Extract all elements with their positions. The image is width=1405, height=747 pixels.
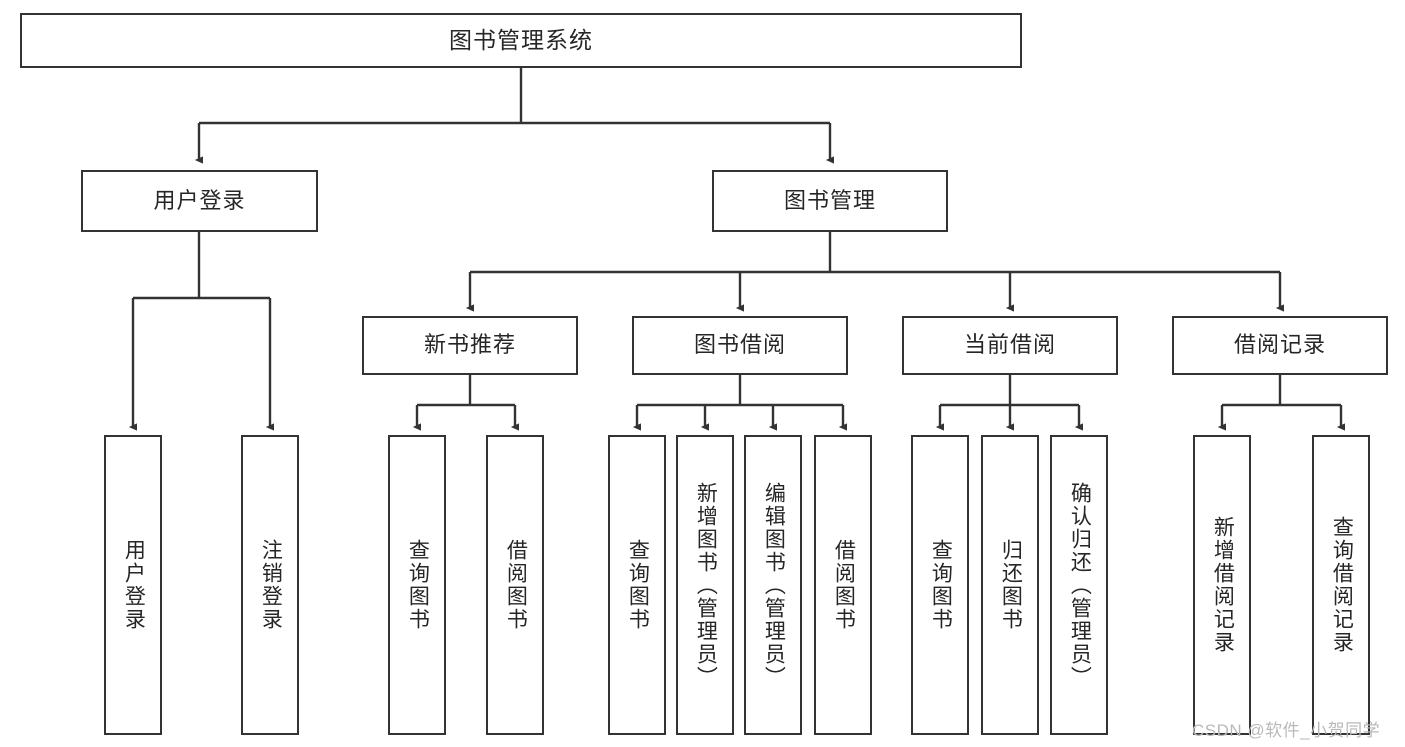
csdn-watermark: CSDN @软件_小贺同学 xyxy=(1192,721,1381,740)
node-new-book-recommend[interactable]: 新书推荐 xyxy=(362,316,578,375)
node-book-borrow[interactable]: 图书借阅 xyxy=(632,316,848,375)
leaf-current-borrow-return-book[interactable]: 归还图书 xyxy=(981,435,1039,735)
leaf-label: 查询借阅记录 xyxy=(1330,516,1354,654)
leaf-label: 新增图书（管理员） xyxy=(694,481,718,689)
node-label: 图书管理系统 xyxy=(449,26,593,53)
leaf-label: 归还图书 xyxy=(999,539,1023,631)
leaf-label: 用户登录 xyxy=(122,539,146,631)
leaf-label: 借阅图书 xyxy=(504,539,528,631)
node-root-book-management-system[interactable]: 图书管理系统 xyxy=(20,13,1022,68)
node-current-borrow[interactable]: 当前借阅 xyxy=(902,316,1118,375)
leaf-book-borrow-borrow-book[interactable]: 借阅图书 xyxy=(814,435,872,735)
leaf-current-borrow-confirm-return-admin[interactable]: 确认归还（管理员） xyxy=(1050,435,1108,735)
node-label: 图书管理 xyxy=(783,187,876,213)
node-label: 新书推荐 xyxy=(423,332,516,358)
leaf-label: 查询图书 xyxy=(406,539,430,631)
leaf-book-borrow-edit-book-admin[interactable]: 编辑图书（管理员） xyxy=(744,435,802,735)
leaf-label: 确认归还（管理员） xyxy=(1068,481,1092,689)
leaf-label: 借阅图书 xyxy=(832,539,856,631)
leaf-current-borrow-query-book[interactable]: 查询图书 xyxy=(911,435,969,735)
leaf-borrow-record-query-record[interactable]: 查询借阅记录 xyxy=(1312,435,1370,735)
leaf-new-book-borrow-book[interactable]: 借阅图书 xyxy=(486,435,544,735)
node-borrow-record[interactable]: 借阅记录 xyxy=(1172,316,1388,375)
node-label: 借阅记录 xyxy=(1233,332,1326,358)
node-label: 当前借阅 xyxy=(963,332,1056,358)
node-user-login[interactable]: 用户登录 xyxy=(81,170,318,232)
leaf-book-borrow-add-book-admin[interactable]: 新增图书（管理员） xyxy=(676,435,734,735)
leaf-user-login-logout[interactable]: 注销登录 xyxy=(241,435,299,735)
leaf-user-login-login[interactable]: 用户登录 xyxy=(104,435,162,735)
leaf-label: 查询图书 xyxy=(626,539,650,631)
leaf-label: 新增借阅记录 xyxy=(1211,516,1235,654)
leaf-book-borrow-query-book[interactable]: 查询图书 xyxy=(608,435,666,735)
leaf-borrow-record-add-record[interactable]: 新增借阅记录 xyxy=(1193,435,1251,735)
leaf-label: 编辑图书（管理员） xyxy=(762,481,786,689)
node-label: 用户登录 xyxy=(153,187,246,213)
leaf-new-book-query-book[interactable]: 查询图书 xyxy=(388,435,446,735)
node-book-management[interactable]: 图书管理 xyxy=(712,170,948,232)
leaf-label: 注销登录 xyxy=(259,539,283,631)
leaf-label: 查询图书 xyxy=(929,539,953,631)
node-label: 图书借阅 xyxy=(693,332,786,358)
